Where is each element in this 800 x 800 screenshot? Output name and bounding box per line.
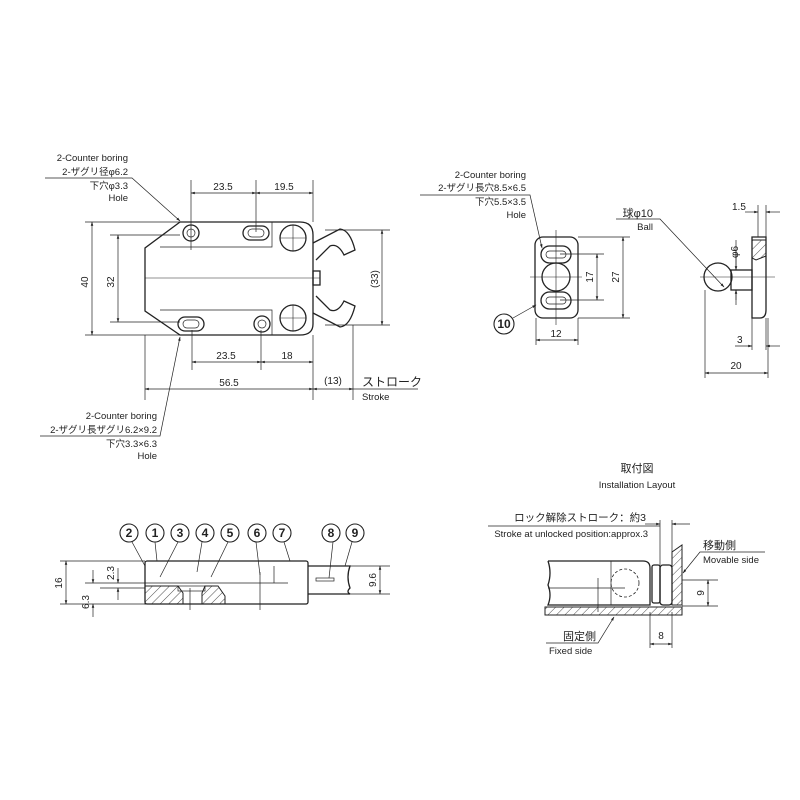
- dim-20: 20: [730, 361, 742, 372]
- dim-17: 17: [585, 271, 596, 283]
- ball-side-view: 1.5 φ6 3 20 球φ10 Ball: [616, 202, 780, 378]
- pin: [315, 577, 335, 582]
- dim-6-3: 6.3: [81, 595, 92, 609]
- dim-8: 8: [658, 631, 664, 642]
- callout-leaders: [131, 541, 353, 579]
- counterbore-hole-bottom: [253, 315, 271, 333]
- dim-33: (33): [370, 270, 381, 288]
- dim-2-3: 2.3: [106, 566, 117, 580]
- note-counter-boring-strike: 2-Counter boring 2-ザグリ長穴8.5×6.5 下穴5.5×3.…: [420, 170, 543, 249]
- note-counter-boring-top: 2-Counter boring 2-ザグリ径φ6.2 下穴φ3.3 Hole: [45, 153, 181, 222]
- ball-shank: [651, 564, 661, 604]
- center-lines: [530, 230, 582, 325]
- extension-lines: [704, 205, 769, 378]
- latch-body-outline: [144, 221, 314, 336]
- plunger: [312, 270, 321, 286]
- unlock-stroke-jp: ロック解除ストローク：約3: [514, 511, 646, 524]
- part-callout-2: 2: [126, 526, 133, 540]
- fixed-side-jp: 固定側: [563, 629, 596, 643]
- part-callout-9: 9: [352, 526, 359, 540]
- stroke-label-en: Stroke: [362, 392, 389, 403]
- movable-side-jp: 移動側: [703, 538, 736, 552]
- note-line: 2-Counter boring: [455, 170, 526, 181]
- extension-lines: [85, 180, 390, 400]
- strike-plate-outline: [534, 236, 579, 319]
- ball-shank: [730, 269, 753, 291]
- installation-layout: 取付図 Installation Layout ロック解除ストローク：約3 St…: [488, 462, 765, 657]
- ball-plate: [659, 564, 673, 606]
- part-callout-8: 8: [328, 526, 335, 540]
- note-line: Hole: [137, 451, 157, 462]
- flange-lines: [160, 222, 273, 335]
- jaw-lower: [312, 295, 356, 328]
- dim-56-5: 56.5: [219, 378, 239, 389]
- note-line: 2-ザグリ径φ6.2: [62, 166, 128, 178]
- slot-hole-bottom: [177, 316, 205, 332]
- strike-plate-view: 17 27 12 10 2-Counter boring 2-ザグリ長穴8.5×…: [420, 170, 630, 345]
- dim-top-23-5: 23.5: [213, 182, 233, 193]
- latch-side-outline: [144, 560, 309, 605]
- dim-40: 40: [80, 276, 91, 288]
- movable-side-panel: [671, 544, 683, 606]
- jaw-upper: [312, 228, 356, 261]
- part-callout-3: 3: [177, 526, 184, 540]
- part-callout-7: 7: [279, 526, 286, 540]
- dim-32: 32: [106, 276, 117, 288]
- installation-title-en: Installation Layout: [599, 480, 676, 491]
- section-hatch-right: [201, 585, 226, 605]
- stroke-label-jp: ストローク: [362, 375, 422, 389]
- dim-12: 12: [550, 329, 562, 340]
- ball-plate-section: [751, 239, 767, 261]
- note-line: 下穴φ3.3: [90, 180, 128, 192]
- internal-lines: [145, 566, 288, 610]
- note-line: 下穴3.3×6.3: [106, 438, 157, 450]
- dim-9-6: 9.6: [368, 573, 379, 587]
- dim-9: 9: [696, 590, 707, 596]
- part-callout-1: 1: [152, 526, 159, 540]
- extension-lines: [60, 560, 390, 605]
- note-line: 2-Counter boring: [57, 153, 128, 164]
- movable-side-en: Movable side: [703, 555, 759, 566]
- part-callout-6: 6: [254, 526, 261, 540]
- dim-phi6: φ6: [730, 246, 741, 258]
- extension-lines: [649, 520, 718, 648]
- fixed-side-en: Fixed side: [549, 646, 592, 657]
- note-line: 2-ザグリ長ザグリ6.2×9.2: [50, 424, 157, 436]
- dim-1-5: 1.5: [732, 202, 746, 213]
- dim-bottom-23-5: 23.5: [216, 351, 236, 362]
- hidden-ball: [610, 568, 640, 598]
- unlock-stroke-en: Stroke at unlocked position:approx.3: [494, 529, 648, 540]
- dim-3: 3: [737, 335, 743, 346]
- note-line: 2-Counter boring: [86, 411, 157, 422]
- part-callout-10: [493, 313, 515, 335]
- note-line: Hole: [506, 210, 526, 221]
- dim-16: 16: [54, 577, 65, 589]
- inner-part: [177, 585, 206, 592]
- top-view: 40 32 (33) 23.5 19.5 23.5 18 56.5 (13) ス…: [40, 153, 422, 462]
- dim-bottom-18: 18: [281, 351, 293, 362]
- dim-13: (13): [324, 376, 342, 387]
- pivot-centers: [280, 225, 306, 331]
- ball-label-en: Ball: [637, 222, 653, 233]
- note-line: 下穴5.5×3.5: [475, 196, 526, 208]
- dim-top-19-5: 19.5: [274, 182, 294, 193]
- dim-27: 27: [611, 271, 622, 283]
- installed-latch-body: [547, 560, 651, 606]
- part-callout-4: 4: [202, 526, 209, 540]
- ball-plate: [751, 236, 767, 319]
- internal-lines: [548, 561, 625, 612]
- extension-lines: [535, 236, 630, 345]
- section-hatch-left: [144, 585, 184, 605]
- note-line: 2-ザグリ長穴8.5×6.5: [438, 182, 526, 194]
- plunger-shaft: [308, 565, 351, 595]
- ball-label-jp: 球φ10: [623, 206, 653, 220]
- part-number: 10: [497, 317, 511, 331]
- note-line: Hole: [108, 193, 128, 204]
- part-callouts: 2 1 3 4 5 6 7 8 9: [119, 523, 365, 579]
- part-callout-5: 5: [227, 526, 234, 540]
- note-counter-boring-bottom: 2-Counter boring 2-ザグリ長ザグリ6.2×9.2 下穴3.3×…: [40, 336, 181, 462]
- side-section-view: 16 2.3 6.3 9.6 2 1 3 4 5 6 7 8 9: [54, 523, 390, 617]
- installation-title-jp: 取付図: [621, 462, 654, 475]
- fixed-side-panel: [544, 606, 683, 616]
